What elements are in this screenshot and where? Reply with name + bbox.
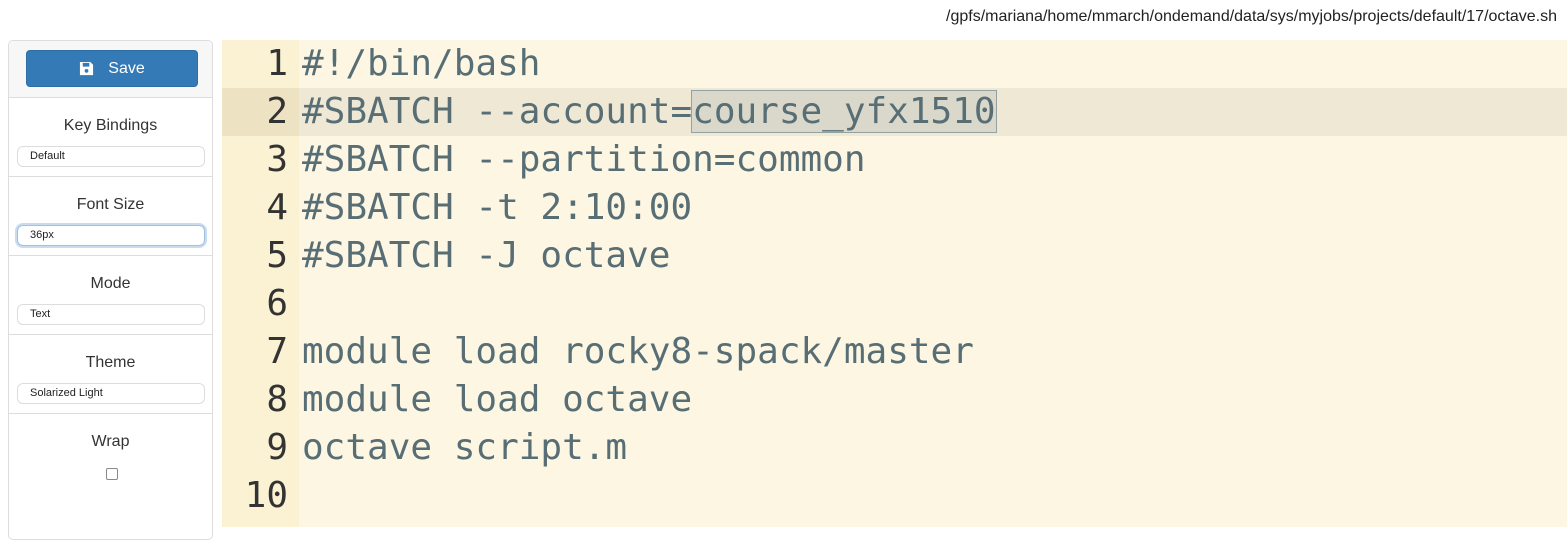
line-number: 8 (266, 379, 288, 420)
code-line[interactable]: 6 (222, 280, 1567, 328)
line-number: 10 (244, 475, 288, 516)
save-area: Save (9, 41, 212, 98)
code-segment: #SBATCH -J octave (302, 235, 671, 276)
code-segment: #SBATCH --partition=common (302, 139, 866, 180)
code-segment: #SBATCH --account= (302, 91, 693, 132)
code-segment: module load rocky8-spack/master (302, 331, 974, 372)
wrap-section: Wrap (9, 414, 212, 492)
line-number: 7 (266, 331, 288, 372)
font-size-select[interactable]: 36px (17, 225, 205, 246)
theme-section: Theme Solarized Light (9, 335, 212, 414)
theme-select[interactable]: Solarized Light (17, 383, 205, 404)
floppy-disk-icon (80, 61, 94, 76)
code-line[interactable]: 4 #SBATCH -t 2:10:00 (222, 184, 1567, 232)
code-text: #SBATCH -J octave (302, 232, 670, 280)
line-number: 4 (266, 187, 288, 228)
code-line[interactable]: 10 (222, 472, 1567, 520)
code-text: module load octave (302, 376, 692, 424)
code-line[interactable]: 8 module load octave (222, 376, 1567, 424)
editor-settings-sidebar: Save Key Bindings Default Font Size 36px… (8, 40, 213, 540)
code-text: #SBATCH --partition=common (302, 136, 866, 184)
line-number: 1 (266, 43, 288, 84)
selected-text: course_yfx1510 (691, 90, 997, 133)
code-line[interactable]: 7 module load rocky8-spack/master (222, 328, 1567, 376)
code-segment: module load octave (302, 379, 693, 420)
code-text: octave script.m (302, 424, 627, 472)
code-line[interactable]: 5 #SBATCH -J octave (222, 232, 1567, 280)
code-text: #SBATCH --account=course_yfx1510 (302, 88, 997, 136)
code-line[interactable]: 3 #SBATCH --partition=common (222, 136, 1567, 184)
line-number: 3 (266, 139, 288, 180)
code-segment: #!/bin/bash (302, 43, 541, 84)
line-number: 5 (266, 235, 288, 276)
save-label: Save (108, 59, 145, 77)
code-line[interactable]: 2#SBATCH --account=course_yfx1510 (222, 88, 1567, 136)
code-text: module load rocky8-spack/master (302, 328, 974, 376)
mode-select[interactable]: Text (17, 304, 205, 325)
key-bindings-select[interactable]: Default (17, 146, 205, 167)
theme-label: Theme (85, 354, 136, 371)
line-number: 9 (266, 427, 288, 468)
font-size-section: Font Size 36px (9, 177, 212, 256)
key-bindings-section: Key Bindings Default (9, 98, 212, 177)
code-line[interactable]: 9 octave script.m (222, 424, 1567, 472)
code-text: #SBATCH -t 2:10:00 (302, 184, 692, 232)
wrap-label: Wrap (91, 433, 130, 450)
line-number: 2 (222, 88, 299, 136)
line-number: 6 (266, 283, 288, 324)
code-text: #!/bin/bash (302, 40, 540, 88)
code-segment: #SBATCH -t 2:10:00 (302, 187, 693, 228)
wrap-checkbox[interactable] (106, 468, 118, 480)
code-segment: octave script.m (302, 427, 628, 468)
key-bindings-label: Key Bindings (63, 117, 158, 134)
font-size-label: Font Size (76, 196, 145, 213)
mode-label: Mode (90, 275, 131, 292)
mode-section: Mode Text (9, 256, 212, 335)
save-button[interactable]: Save (26, 50, 198, 87)
code-line[interactable]: 1 #!/bin/bash (222, 40, 1567, 88)
file-path: /gpfs/mariana/home/mmarch/ondemand/data/… (946, 8, 1557, 25)
